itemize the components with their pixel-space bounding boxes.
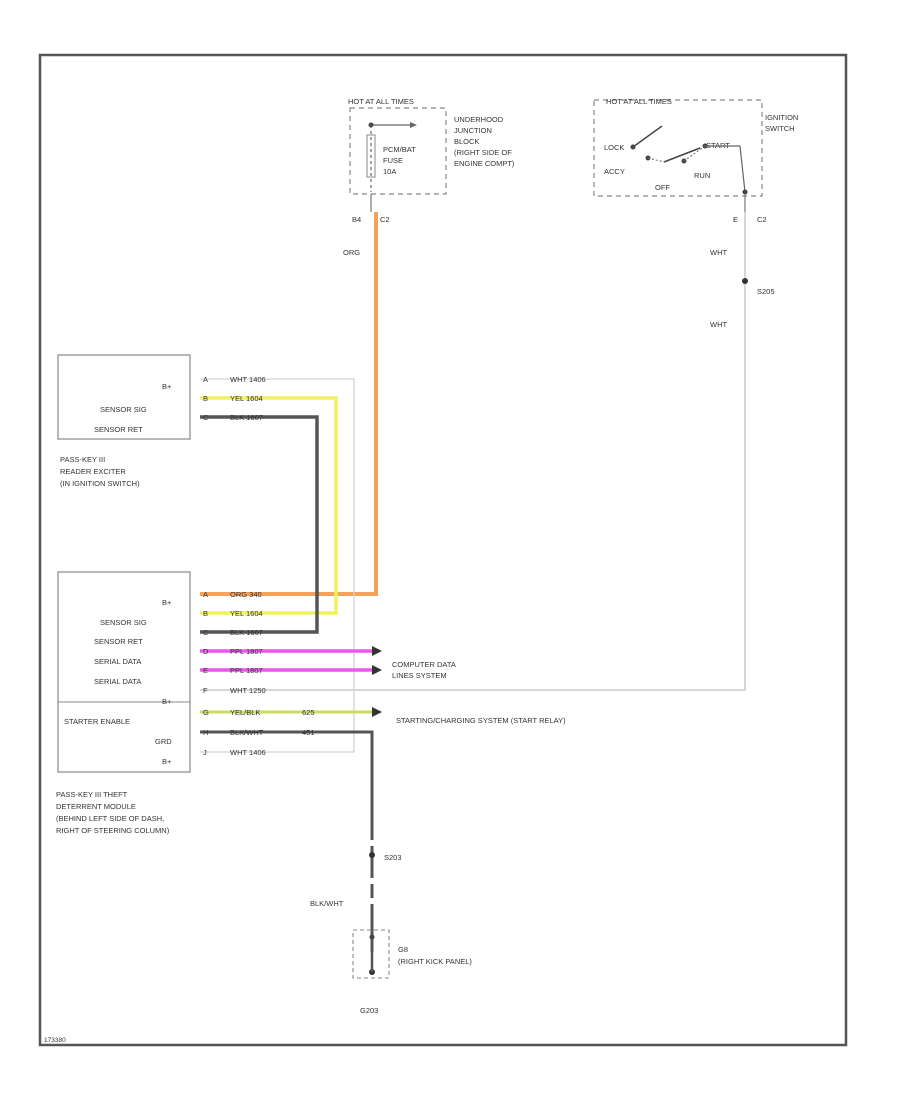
- module-box: [57, 571, 191, 773]
- ground-label: G8: [398, 945, 408, 954]
- wire-blk-wht-label: BLK/WHT: [310, 899, 344, 908]
- module-wire-a: ORG 340: [230, 590, 262, 599]
- module-pin-j: J: [203, 748, 207, 757]
- ign-switch-arm-2: [663, 147, 701, 163]
- wire-org-top-label: ORG: [343, 248, 360, 257]
- ground-box: [352, 929, 390, 979]
- wire-org-340: [200, 212, 378, 596]
- fuse-label: PCM/BAT FUSE 10A: [383, 145, 418, 176]
- reader-wire-c: BLK 1607: [230, 413, 263, 422]
- module-wire-h: BLK/WHT: [230, 728, 264, 737]
- reader-row-b-plus: B+: [162, 382, 172, 391]
- ign-switch-arm-1: [632, 125, 663, 148]
- diagram-frame: [38, 53, 848, 1047]
- splice-s203-node: [369, 852, 375, 858]
- wire-blk-1607: [200, 415, 319, 634]
- module-row-b-plus-f: B+: [162, 697, 172, 706]
- ignition-pin: E: [733, 215, 738, 224]
- fuse-block-conn: C2: [380, 215, 390, 224]
- dest-computer-data: COMPUTER DATA LINES SYSTEM: [392, 660, 458, 680]
- reader-pin-a: A: [203, 375, 208, 384]
- fuse-symbol: [366, 134, 376, 178]
- fuse-bus-arrow: [410, 122, 417, 128]
- ign-pos-accy: ACCY: [604, 167, 625, 176]
- module-row-b-plus-j: B+: [162, 757, 172, 766]
- fuse-block-pin: B4: [352, 215, 361, 224]
- ignition-switch-name: IGNITION SWITCH: [765, 113, 800, 133]
- module-pin-a: A: [203, 590, 208, 599]
- ground-name: G203: [360, 1006, 378, 1015]
- module-row-serial-data-d: SERIAL DATA: [94, 657, 141, 666]
- wire-wht-1406: [200, 378, 355, 753]
- dest-starting-system: STARTING/CHARGING SYSTEM (START RELAY): [396, 716, 566, 725]
- reader-pin-b: B: [203, 394, 208, 403]
- arrow-serial-e: [372, 665, 382, 675]
- wire-wht-1250: [200, 212, 746, 691]
- module-wire-c: BLK 1607: [230, 628, 263, 637]
- module-wire-f: WHT 1250: [230, 686, 266, 695]
- splice-s205-node: [742, 278, 748, 284]
- module-wire-g: YEL/BLK: [230, 708, 260, 717]
- reader-pin-c: C: [203, 413, 209, 422]
- arrow-serial-d: [372, 646, 382, 656]
- ground-location: (RIGHT KICK PANEL): [398, 957, 472, 966]
- reader-wire-a: WHT 1406: [230, 375, 266, 384]
- module-wire-e: PPL 1807: [230, 666, 263, 675]
- module-pin-h: H: [203, 728, 208, 737]
- module-pin-f: F: [203, 686, 208, 695]
- module-row-serial-data-e: SERIAL DATA: [94, 677, 141, 686]
- splice-s205-label: S205: [757, 287, 775, 296]
- module-wire-h-num: 451: [302, 728, 315, 737]
- ignition-conn: C2: [757, 215, 767, 224]
- fuse-block-hot-label: HOT AT ALL TIMES: [348, 97, 414, 106]
- underhood-junction-block: HOT AT ALL TIMES UNDERHOOD JUNCTION BLOC…: [348, 97, 515, 224]
- module-pin-e: E: [203, 666, 208, 675]
- wire-yel-1604: [200, 396, 338, 615]
- module-row-grd: GRD: [155, 737, 172, 746]
- wire-blk-wht-451: [200, 730, 374, 952]
- reader-box: [57, 354, 191, 440]
- ignition-switch: HOT AT ALL TIMES IGNITION SWITCH LOCK AC…: [593, 97, 800, 224]
- splice-s203-label: S203: [384, 853, 402, 862]
- theft-deterrent-module: B+ SENSOR SIG SENSOR RET SERIAL DATA SER…: [56, 571, 315, 835]
- module-wire-j: WHT 1406: [230, 748, 266, 757]
- reader-wire-b: YEL 1604: [230, 394, 263, 403]
- fuse-block-name: UNDERHOOD JUNCTION BLOCK (RIGHT SIDE OF …: [454, 115, 515, 168]
- ign-off-link: [647, 157, 665, 163]
- module-pin-d: D: [203, 647, 209, 656]
- ignition-switch-outline: [593, 99, 763, 197]
- reader-exciter: B+ SENSOR SIG SENSOR RET A B C WHT 1406 …: [57, 354, 266, 488]
- module-wire-b: YEL 1604: [230, 609, 263, 618]
- reader-name: PASS-KEY III READER EXCITER (IN IGNITION…: [60, 455, 140, 488]
- module-wire-g-num: 625: [302, 708, 315, 717]
- diagram-code: 173380: [44, 1037, 66, 1044]
- module-row-sensor-ret: SENSOR RET: [94, 637, 143, 646]
- ign-output-node: [742, 189, 748, 195]
- module-name: PASS-KEY III THEFT DETERRENT MODULE (BEH…: [56, 790, 170, 835]
- ground-g203: G8 (RIGHT KICK PANEL) G203: [352, 929, 472, 1015]
- module-row-sensor-sig: SENSOR SIG: [100, 618, 147, 627]
- module-row-b-plus-a: B+: [162, 598, 172, 607]
- module-pin-c: C: [203, 628, 209, 637]
- ign-pos-lock: LOCK: [604, 143, 624, 152]
- module-wire-d: PPL 1807: [230, 647, 263, 656]
- reader-row-sensor-sig: SENSOR SIG: [100, 405, 147, 414]
- wire-wht-mid-label: WHT: [710, 320, 727, 329]
- ign-pos-off: OFF: [655, 183, 670, 192]
- ign-output-lead: [739, 145, 746, 193]
- fuse-block-outline: [349, 107, 447, 195]
- reader-row-sensor-ret: SENSOR RET: [94, 425, 143, 434]
- wire-wht-top-label: WHT: [710, 248, 727, 257]
- ign-pos-run: RUN: [694, 171, 710, 180]
- ignition-hot-label: HOT AT ALL TIMES: [606, 97, 672, 106]
- module-pin-b: B: [203, 609, 208, 618]
- arrow-starter: [372, 707, 382, 717]
- ign-run-link: [683, 145, 706, 162]
- ground-node-top: [369, 934, 375, 940]
- module-row-starter-enable: STARTER ENABLE: [64, 717, 130, 726]
- module-pin-g: G: [203, 708, 209, 717]
